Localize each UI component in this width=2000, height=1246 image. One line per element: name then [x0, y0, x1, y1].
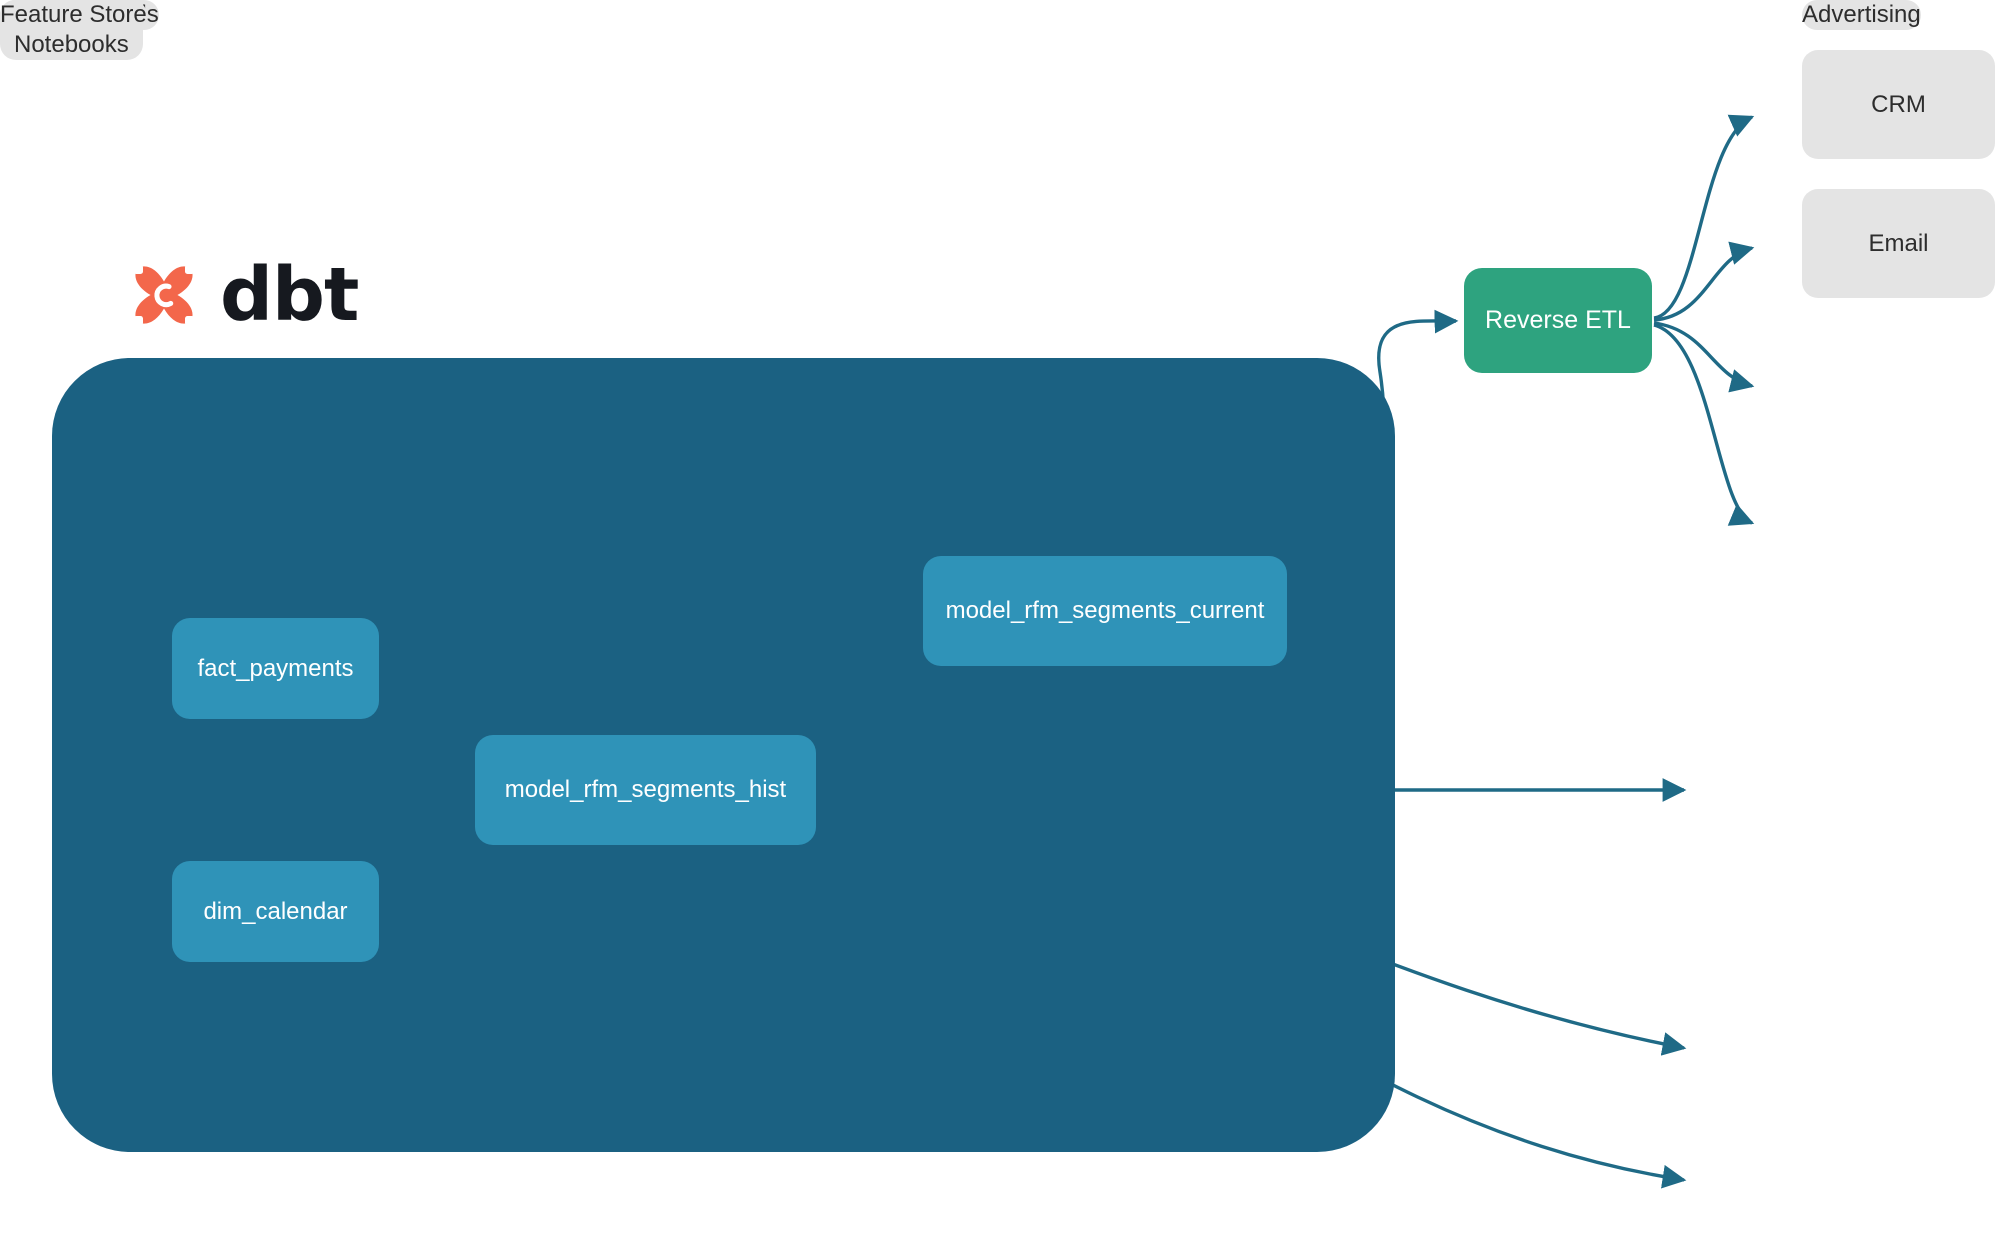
node-reverse-etl[interactable]: Reverse ETL — [1464, 268, 1652, 373]
destination-advertising[interactable]: Advertising — [1802, 0, 1921, 30]
destination-label-line2: Notebooks — [14, 31, 129, 58]
node-label: Reverse ETL — [1485, 305, 1631, 334]
destination-feature-store[interactable]: Feature Store — [0, 0, 147, 30]
edge-reverse-etl-to-sms-push — [1653, 323, 1755, 526]
dbt-wordmark: dbt — [220, 252, 359, 338]
edge-reverse-etl-to-crm — [1653, 114, 1755, 320]
node-dim-calendar[interactable]: dim_calendar — [172, 861, 379, 962]
edge-reverse-etl-to-email — [1653, 241, 1755, 322]
destination-crm[interactable]: CRM — [1802, 50, 1995, 159]
dbt-logo-icon — [133, 264, 195, 326]
node-model-rfm-segments-hist[interactable]: model_rfm_segments_hist — [475, 735, 816, 845]
destination-label: Email — [1868, 229, 1929, 257]
node-model-rfm-segments-current[interactable]: model_rfm_segments_current — [923, 556, 1287, 666]
node-label: dim_calendar — [203, 897, 348, 925]
dbt-brand-logo: dbt — [122, 252, 359, 338]
node-label: fact_payments — [197, 654, 354, 682]
node-label: model_rfm_segments_current — [945, 597, 1265, 624]
destination-email[interactable]: Email — [1802, 189, 1995, 298]
destination-label: Feature Store — [0, 1, 147, 28]
destination-label: Advertising — [1802, 1, 1921, 28]
destination-label: CRM — [1871, 90, 1926, 118]
node-fact-payments[interactable]: fact_payments — [172, 618, 379, 719]
edge-reverse-etl-to-advertising — [1653, 321, 1755, 393]
node-label: model_rfm_segments_hist — [504, 776, 787, 803]
